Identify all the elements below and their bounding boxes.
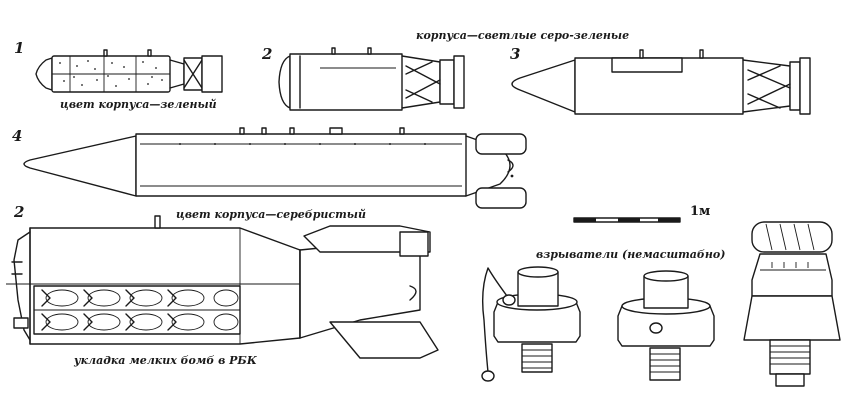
fuze-a-drawing (481, 266, 581, 382)
figure-number-2-bottom: 2 (14, 203, 25, 221)
figure-number-2-top: 2 (262, 45, 273, 63)
scale-label: 1м (690, 204, 711, 219)
bomb-2-top-drawing (278, 47, 465, 111)
bomb-1-drawing (35, 49, 223, 93)
fuze-b-drawing (617, 270, 715, 381)
figure-number-3: 3 (510, 45, 521, 63)
scale-bar (573, 217, 681, 223)
caption-hull-light: корпуса—светлые серо-зеленые (416, 29, 630, 42)
figure-number-1: 1 (14, 39, 25, 57)
figure-number-4: 4 (12, 127, 23, 145)
caption-rbk-layout: укладка мелких бомб в РБК (74, 354, 257, 367)
bomb-3-drawing (511, 49, 811, 115)
caption-hull-silver: цвет корпуса—серебристый (176, 208, 366, 221)
bomb-4-drawing (23, 127, 527, 209)
caption-fuzes: взрыватели (немасштабно) (536, 248, 726, 261)
rbk-cluster-bomb-drawing (6, 215, 439, 359)
caption-hull-green: цвет корпуса—зеленый (60, 98, 217, 111)
fuze-c-drawing (743, 221, 841, 387)
